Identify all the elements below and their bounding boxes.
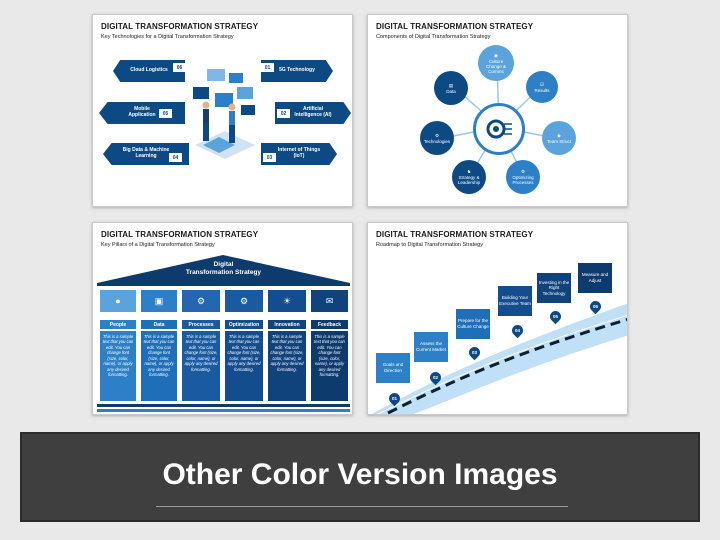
component-results: ☑ Results [526, 71, 558, 103]
roadmap-step-4: Building Your Executive Team [498, 286, 532, 316]
pillar-label-feedback: Feedback [311, 320, 348, 329]
roadmap-pin: 06 [587, 298, 604, 315]
thumbnail-key-technologies[interactable]: DIGITAL TRANSFORMATION STRATEGY Key Tech… [92, 14, 353, 207]
pillar-label-optimization: Optimization [225, 320, 263, 329]
process-icon: ⚙ [196, 295, 206, 306]
other-color-versions-banner[interactable]: Other Color Version Images [20, 432, 700, 522]
road-graphic [371, 303, 627, 414]
component-technologies: ⚙ Technologies [420, 121, 454, 155]
pillar-icon-innovation: ☀ [268, 290, 306, 312]
base-step [97, 404, 350, 407]
pillar-label-data: Data [141, 320, 177, 329]
pillar-label-innovation: Innovation [268, 320, 306, 329]
tech-number: 05 [159, 109, 172, 118]
slide-subtitle: Roadmap to Digital Transformation Strate… [376, 242, 483, 248]
pillar-icon-people: ● [100, 290, 136, 312]
slide-title: DIGITAL TRANSFORMATION STRATEGY [376, 22, 534, 31]
thumbnail-key-pillars[interactable]: DIGITAL TRANSFORMATION STRATEGY Key Pill… [92, 222, 353, 415]
roadmap-step-3: Prepare for the Culture Change [456, 309, 490, 339]
gears-icon: ⚙ [434, 132, 440, 138]
clipboard-icon: ☑ [539, 81, 545, 87]
component-optimizing: ⚙ Optimizing Processes [506, 160, 540, 194]
slide-title: DIGITAL TRANSFORMATION STRATEGY [101, 230, 259, 239]
slide-title: DIGITAL TRANSFORMATION STRATEGY [101, 22, 259, 31]
people-screens-illustration [193, 69, 255, 159]
roadmap-pin: 04 [509, 322, 526, 339]
pillar-icon-feedback: ✉ [311, 290, 348, 312]
roadmap-step-2: Assess the Current Market [414, 332, 448, 362]
components-center-hub [473, 103, 525, 155]
pillar-icon-data: ▣ [141, 290, 177, 312]
lightbulb-icon: ☀ [282, 295, 292, 306]
roof-shape [97, 255, 350, 283]
roadmap-step-5: Investing in the Right Technology [537, 273, 571, 303]
database-icon: ▣ [154, 295, 164, 306]
people-icon: ◉ [494, 52, 498, 58]
tech-item-cloud-logistics: Cloud Logistics [113, 60, 185, 82]
chat-icon: ✉ [325, 295, 334, 306]
slide-subtitle: Key Pillars of a Digital Transformation … [101, 242, 215, 248]
slide-title: DIGITAL TRANSFORMATION STRATEGY [376, 230, 534, 239]
roof-text: Digital Transformation Strategy [185, 261, 262, 277]
pillar-label-processes: Processes [182, 320, 220, 329]
banner-underline [156, 506, 568, 507]
roadmap-pin: 01 [386, 390, 403, 407]
tech-item-mobile-application: Mobile Application [99, 102, 185, 124]
base-step [97, 409, 350, 412]
pillar-label-people: People [100, 320, 136, 329]
pillar-text: This is a sample text that you can edit.… [100, 331, 136, 401]
document-icon: ▤ [448, 82, 454, 88]
roadmap-pin: 05 [547, 308, 564, 325]
roadmap-pin: 03 [466, 344, 483, 361]
component-culture-change: ◉ Culture Change & Comms [478, 45, 514, 81]
pillar-text: This is a sample text that you can edit.… [141, 331, 177, 401]
roof-beam [97, 283, 350, 286]
people-icon: ● [115, 296, 121, 306]
tech-number: 03 [263, 153, 276, 162]
slide-subtitle: Components of Digital Transformation Str… [376, 34, 491, 40]
thumbnail-components[interactable]: DIGITAL TRANSFORMATION STRATEGY Componen… [367, 14, 628, 207]
roadmap-step-1: Goals and Direction [376, 353, 410, 383]
tech-number: 04 [169, 153, 182, 162]
tech-number: 06 [173, 63, 186, 72]
component-data: ▤ Data [434, 71, 468, 105]
tech-item-ai: Artificial Intelligence (AI) [275, 102, 351, 124]
roadmap-step-6: Measure and Adjust [578, 263, 612, 293]
gear-icon: ⚙ [520, 169, 526, 174]
component-team-struct: ◆ Team Struct [542, 121, 576, 155]
tech-item-iot: Internet of Things (IoT) [261, 143, 337, 165]
thumbnail-roadmap[interactable]: DIGITAL TRANSFORMATION STRATEGY Roadmap … [367, 222, 628, 415]
gear-circuit-icon [486, 119, 512, 139]
chess-icon: ♞ [466, 169, 472, 174]
tech-number: 02 [277, 109, 290, 118]
tech-number: 01 [261, 63, 274, 72]
settings-icon: ⚙ [239, 295, 249, 306]
pillar-icon-optimization: ⚙ [225, 290, 263, 312]
pillar-text: This is a sample text that you can edit.… [182, 331, 220, 401]
roadmap-pin: 02 [427, 369, 444, 386]
tech-item-5g: 5G Technology [261, 60, 333, 82]
tech-item-big-data: Big Data & Machine Learning [103, 143, 189, 165]
slide-subtitle: Key Technologies for a Digital Transform… [101, 34, 234, 40]
pillar-icon-processes: ⚙ [182, 290, 220, 312]
pillar-text: This is a sample text that you can edit.… [225, 331, 263, 401]
banner-title: Other Color Version Images [162, 458, 558, 491]
team-icon: ◆ [557, 132, 561, 138]
pillar-text: This is a sample text that you can edit.… [311, 331, 348, 401]
pillar-text: This is a sample text that you can edit.… [268, 331, 306, 401]
component-strategy: ♞ Strategy & Leadership [452, 160, 486, 194]
